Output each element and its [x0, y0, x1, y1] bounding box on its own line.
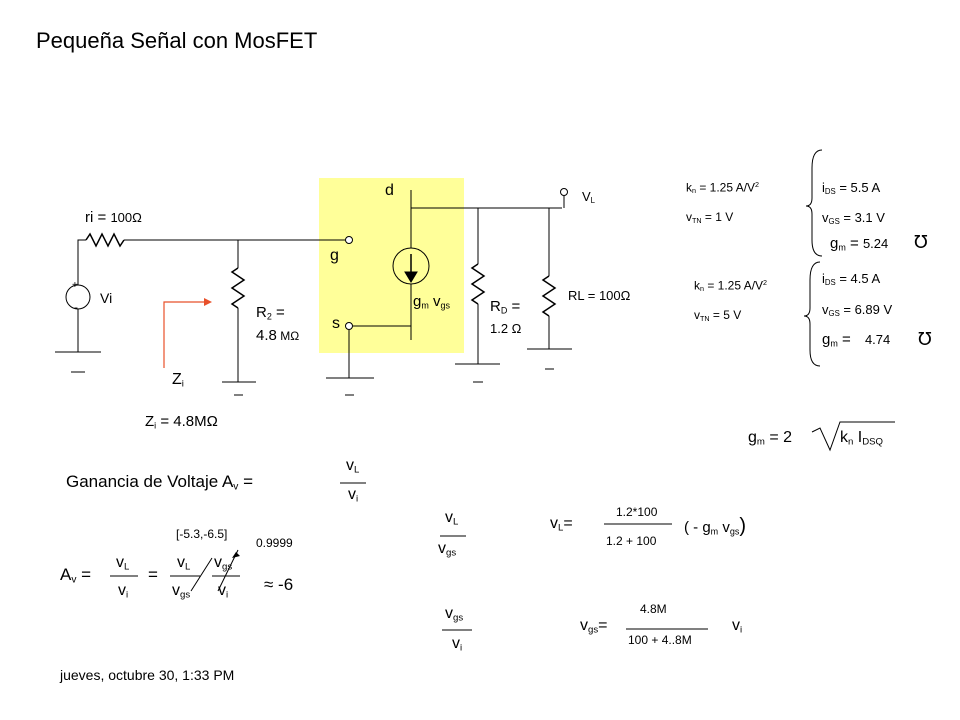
case2-brace [803, 261, 821, 367]
ri-resistor [85, 232, 125, 248]
vgs-formula-lhs: vgs= [580, 617, 608, 636]
av-f1-den: vi [118, 582, 129, 601]
av-f2-num: vL [177, 554, 191, 573]
case2-vgs: vGS = 6.89 V [822, 302, 893, 318]
gm-vgs-label: gm vgs [413, 293, 451, 311]
rl-label: RL = 100Ω [568, 288, 631, 303]
vl-formula-tail: ( - gm vgs) [684, 515, 747, 537]
av-eq2: = [148, 565, 158, 584]
av-f3-den: vi [218, 582, 229, 601]
vgs-formula-den: 100 + 4..8M [628, 633, 692, 647]
rd-resistor [470, 263, 486, 305]
vl-ratio-num: vL [445, 509, 459, 528]
vgs-ratio-den: vi [452, 635, 463, 654]
voltage-source [65, 284, 91, 310]
vgs-formula-num: 4.8M [640, 602, 667, 616]
case1-kn: kn = 1.25 A/V2 [686, 180, 760, 196]
date-footer: jueves, octubre 30, 1:33 PM [60, 667, 235, 683]
av-result: ≈ -6 [264, 575, 294, 594]
av-lhs: Av = [60, 565, 92, 586]
gate-terminal [345, 236, 353, 244]
vl-terminal [560, 188, 568, 196]
gain-num: vL [346, 457, 360, 476]
vl-formula-den: 1.2 + 100 [606, 534, 657, 548]
vl-formula-lhs: vL= [550, 515, 573, 534]
vl-node-label: VL [582, 189, 596, 205]
slide-title: Pequeña Señal con MosFET [36, 28, 318, 53]
zi-value: Zi = 4.8MΩ [145, 413, 218, 431]
rd-label: RD = [490, 298, 521, 316]
gm-formula-lhs: gm = 2 [748, 429, 793, 448]
sqrt-symbol [811, 421, 895, 452]
case1-vgs: vGS = 3.1 V [822, 210, 885, 226]
vl-ratio-den: vgs [438, 540, 457, 559]
source-label: Vi [100, 290, 113, 306]
case2-gm: gm = 4.74 [822, 331, 891, 349]
source-plus: + [72, 280, 78, 291]
r2-resistor [230, 267, 246, 309]
case2-mho-icon: ℧ [918, 329, 932, 349]
source-wire [77, 239, 86, 305]
node-d-label: d [385, 182, 394, 199]
case2-kn: kn = 1.25 A/V2 [694, 278, 768, 294]
gain-den: vi [348, 486, 359, 505]
gain-label: Ganancia de Voltaje Av = [66, 472, 254, 493]
source-terminal [345, 322, 353, 330]
zi-arrow-head-icon [204, 298, 212, 306]
vgs-ratio-num: vgs [445, 605, 464, 624]
case1-gm: gm = 5.24 [830, 235, 889, 253]
case1-ids: iDS = 5.5 A [822, 180, 881, 196]
r2-value: 4.8 MΩ [256, 327, 300, 344]
av-note-range: [-5.3,-6.5] [176, 527, 228, 541]
node-g-label: g [330, 247, 339, 264]
case1-vtn: vTN = 1 V [686, 210, 734, 225]
source-minus: - [74, 300, 78, 314]
rl-resistor [541, 275, 557, 317]
ri-label: ri = 100Ω [85, 209, 142, 226]
zi-arrow [163, 301, 204, 368]
av-f2-den: vgs [172, 582, 191, 601]
vgs-formula-tail: vi [732, 617, 743, 636]
zi-label: Zi [172, 371, 184, 390]
vl-formula-num: 1.2*100 [616, 505, 658, 519]
case2-vtn: vTN = 5 V [694, 308, 742, 323]
mosfet-model-box [319, 178, 464, 353]
rd-value: 1.2 Ω [490, 321, 522, 336]
case2-ids: iDS = 4.5 A [822, 271, 881, 287]
case1-brace [805, 149, 823, 257]
gm-formula-radicand: kn IDSQ [840, 429, 884, 448]
case1-mho-icon: ℧ [914, 232, 928, 252]
av-note-ratio: 0.9999 [256, 536, 293, 550]
av-f1-num: vL [116, 554, 130, 573]
current-arrow-icon [404, 271, 418, 283]
r2-label: R2 = [256, 304, 285, 322]
node-s-label: s [332, 315, 340, 332]
av-f3-num: vgs [214, 554, 233, 573]
